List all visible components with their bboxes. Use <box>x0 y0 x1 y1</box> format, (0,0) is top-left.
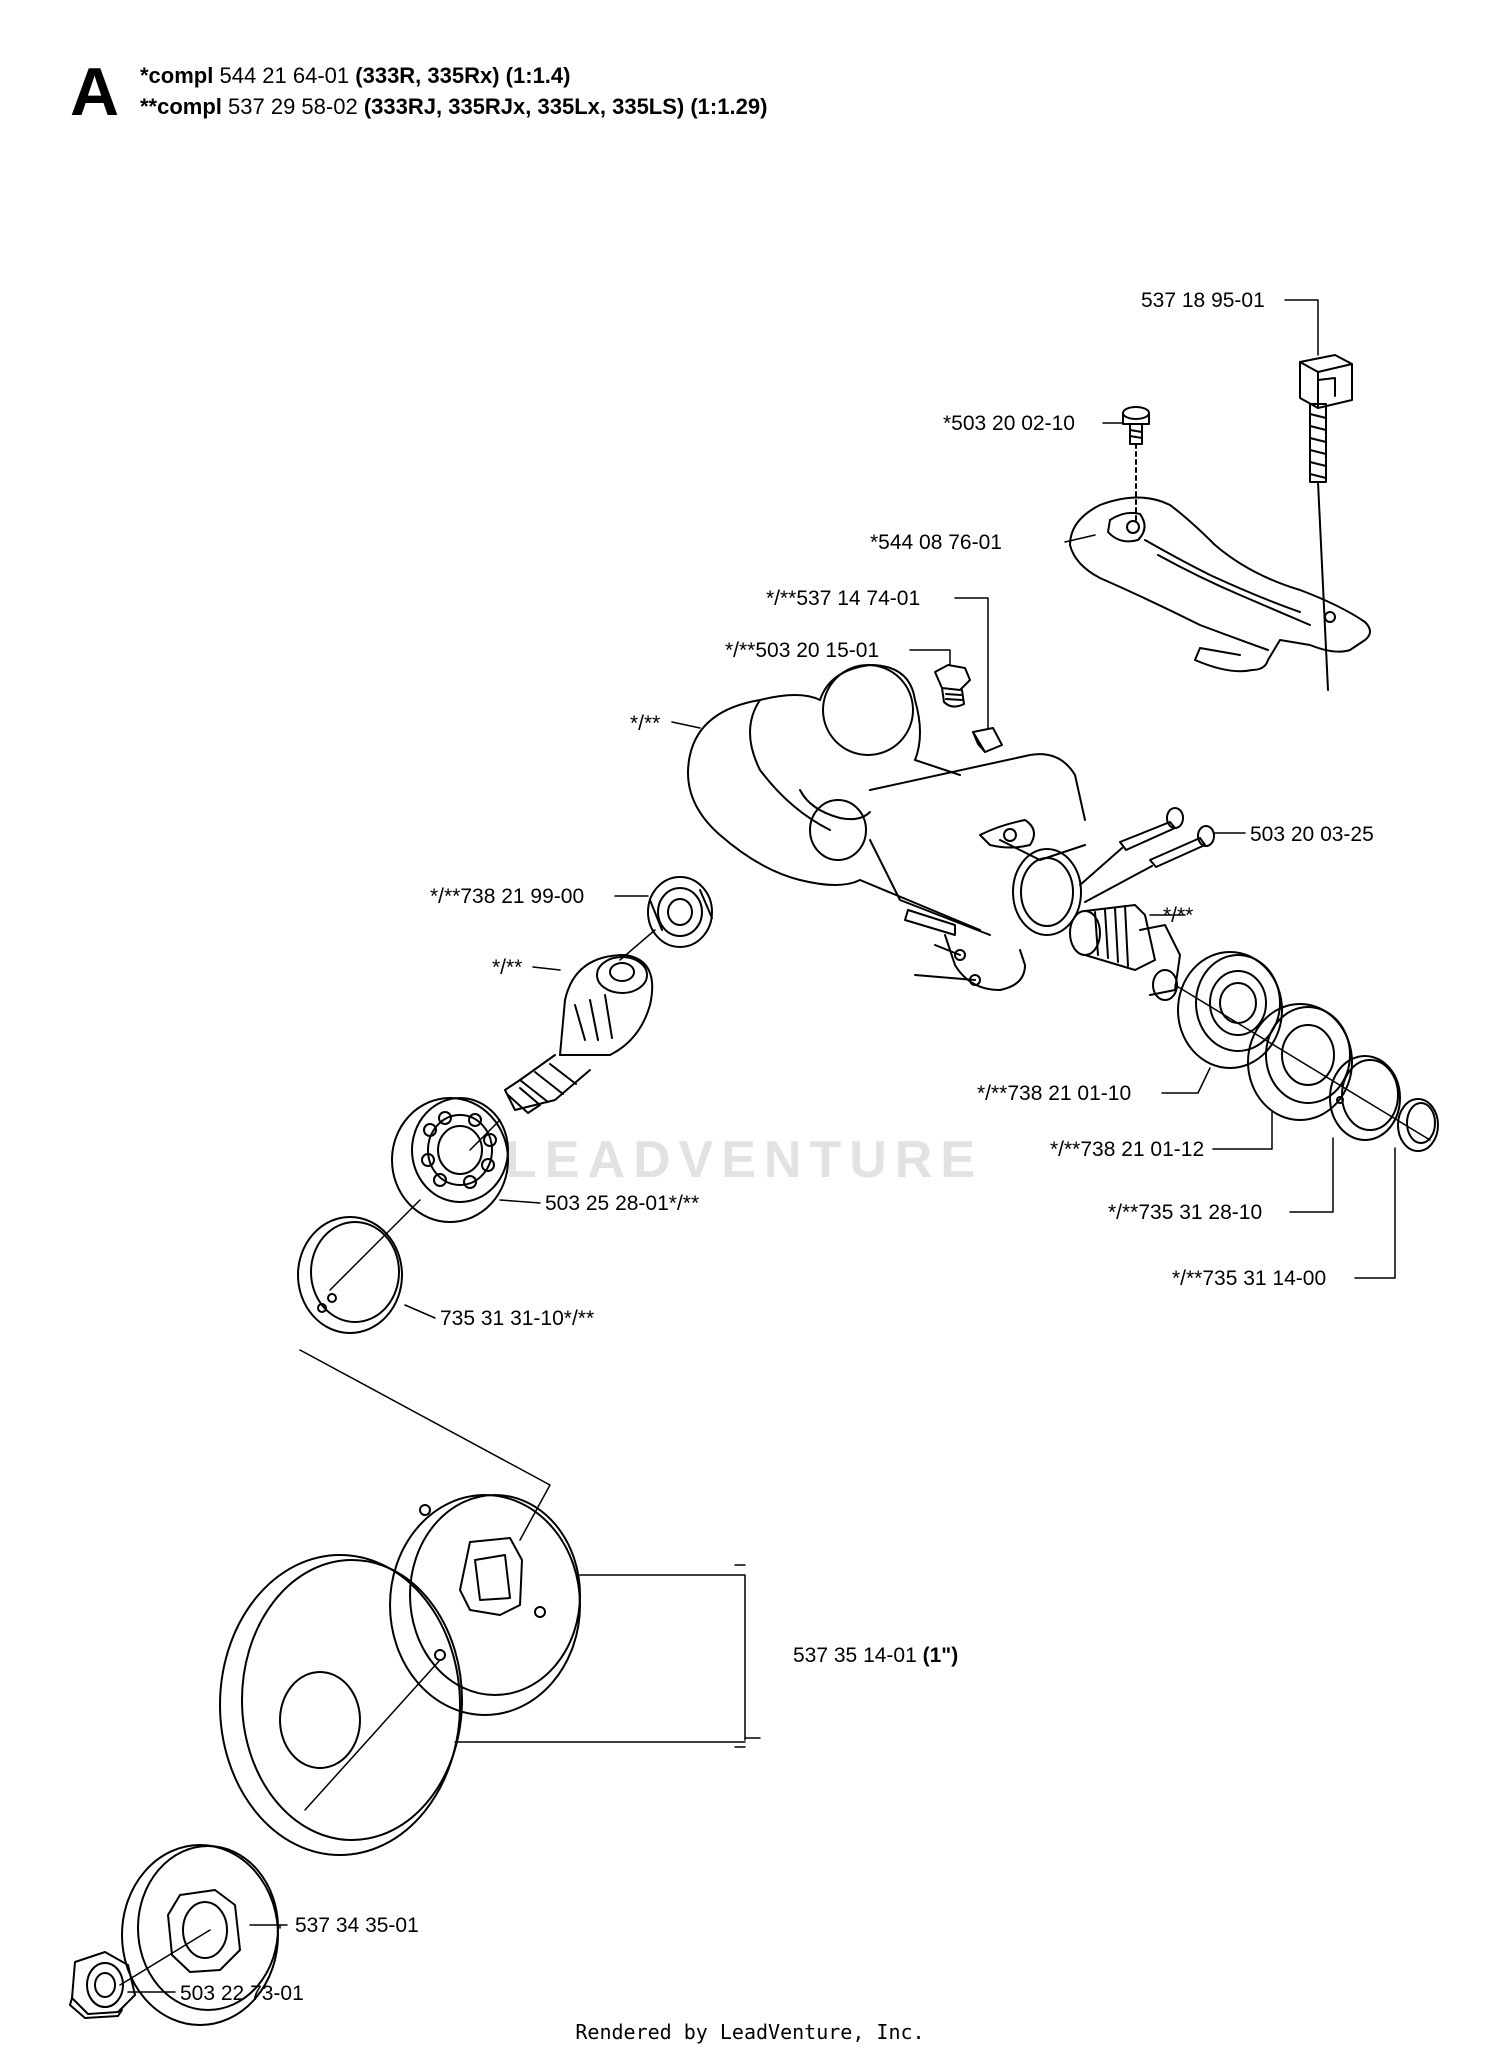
small-bearing-part <box>647 876 713 948</box>
right-ring-2-part <box>1397 1098 1439 1152</box>
label-735-31-31-10: 735 31 31-10*/** <box>440 1307 595 1330</box>
input-pinion-part <box>1069 904 1431 1141</box>
label-input-pinion: */** <box>1163 904 1194 927</box>
label-738-21-01-10: */**738 21 01-10 <box>977 1082 1132 1105</box>
label-735-31-28-10: */**735 31 28-10 <box>1108 1201 1263 1224</box>
upper-thrust-washer-part <box>389 1494 581 1716</box>
label-537-35-14-01: 537 35 14-01 (1") <box>793 1645 958 1666</box>
header-line-2-part: 537 29 58-02 <box>221 94 364 119</box>
retaining-ring-part <box>297 1216 403 1334</box>
header-line-1-prefix: *compl <box>140 63 214 88</box>
gear-housing-part <box>687 664 1086 991</box>
footer-credit: Rendered by LeadVenture, Inc. <box>575 2020 925 2044</box>
label-537-35-14-01-part: 537 35 14-01 <box>793 1644 923 1667</box>
label-503-20-03-25: 503 20 03-25 <box>1250 823 1374 846</box>
clamp-bolt-part <box>1299 354 1353 691</box>
header-line-2-prefix: **compl <box>140 94 222 119</box>
right-ring-1-part <box>1329 1055 1401 1141</box>
header-line-1: *compl 544 21 64-01 (333R, 335Rx) (1:1.4… <box>140 65 570 87</box>
right-bearing-2-part <box>1247 1003 1353 1121</box>
label-735-31-14-00: */**735 31 14-00 <box>1172 1267 1327 1290</box>
label-738-21-99-00: */**738 21 99-00 <box>430 885 585 908</box>
watermark: LEADVENTURE <box>505 1131 984 1189</box>
label-544-08-76-01: *544 08 76-01 <box>870 531 1002 554</box>
bevel-gear-part <box>504 954 654 1114</box>
label-gear-housing: */** <box>630 712 661 735</box>
header-line-1-models: (333R, 335Rx) (1:1.4) <box>355 63 571 88</box>
fill-plug-part <box>934 664 971 708</box>
housing-screws-part <box>1079 807 1215 903</box>
axis-lines <box>119 929 656 1986</box>
label-503-20-15-01: */**503 20 15-01 <box>725 639 880 662</box>
label-537-14-74-01: */**537 14 74-01 <box>766 587 921 610</box>
clamp-screw-part <box>1122 406 1150 521</box>
label-537-34-35-01: 537 34 35-01 <box>295 1914 419 1937</box>
leader-lines <box>127 299 1396 1993</box>
gear-housing-cover-part <box>1069 496 1371 673</box>
lower-flange-part <box>219 1554 463 1856</box>
support-cup-part <box>121 1844 279 2026</box>
label-537-18-95-01: 537 18 95-01 <box>1141 289 1265 312</box>
label-503-25-28-01: 503 25 28-01*/** <box>545 1192 700 1215</box>
section-letter: A <box>70 54 120 130</box>
header-line-2-models: (333RJ, 335RJx, 335Lx, 335LS) (1:1.29) <box>363 94 768 119</box>
label-738-21-01-12: */**738 21 01-12 <box>1050 1138 1205 1161</box>
label-503-20-02-10: *503 20 02-10 <box>943 412 1075 435</box>
label-537-35-14-01-size: (1") <box>922 1644 959 1667</box>
label-bevel-gear: */** <box>492 956 523 979</box>
label-503-22-73-01: 503 22 73-01 <box>180 1982 304 2005</box>
header-line-2: **compl 537 29 58-02 (333RJ, 335RJx, 335… <box>140 96 767 118</box>
large-bearing-part <box>391 1097 509 1223</box>
right-bearing-1-part <box>1177 951 1283 1069</box>
header-line-1-part: 544 21 64-01 <box>213 63 356 88</box>
key-part <box>972 727 1003 753</box>
nut-part <box>69 1951 136 2019</box>
